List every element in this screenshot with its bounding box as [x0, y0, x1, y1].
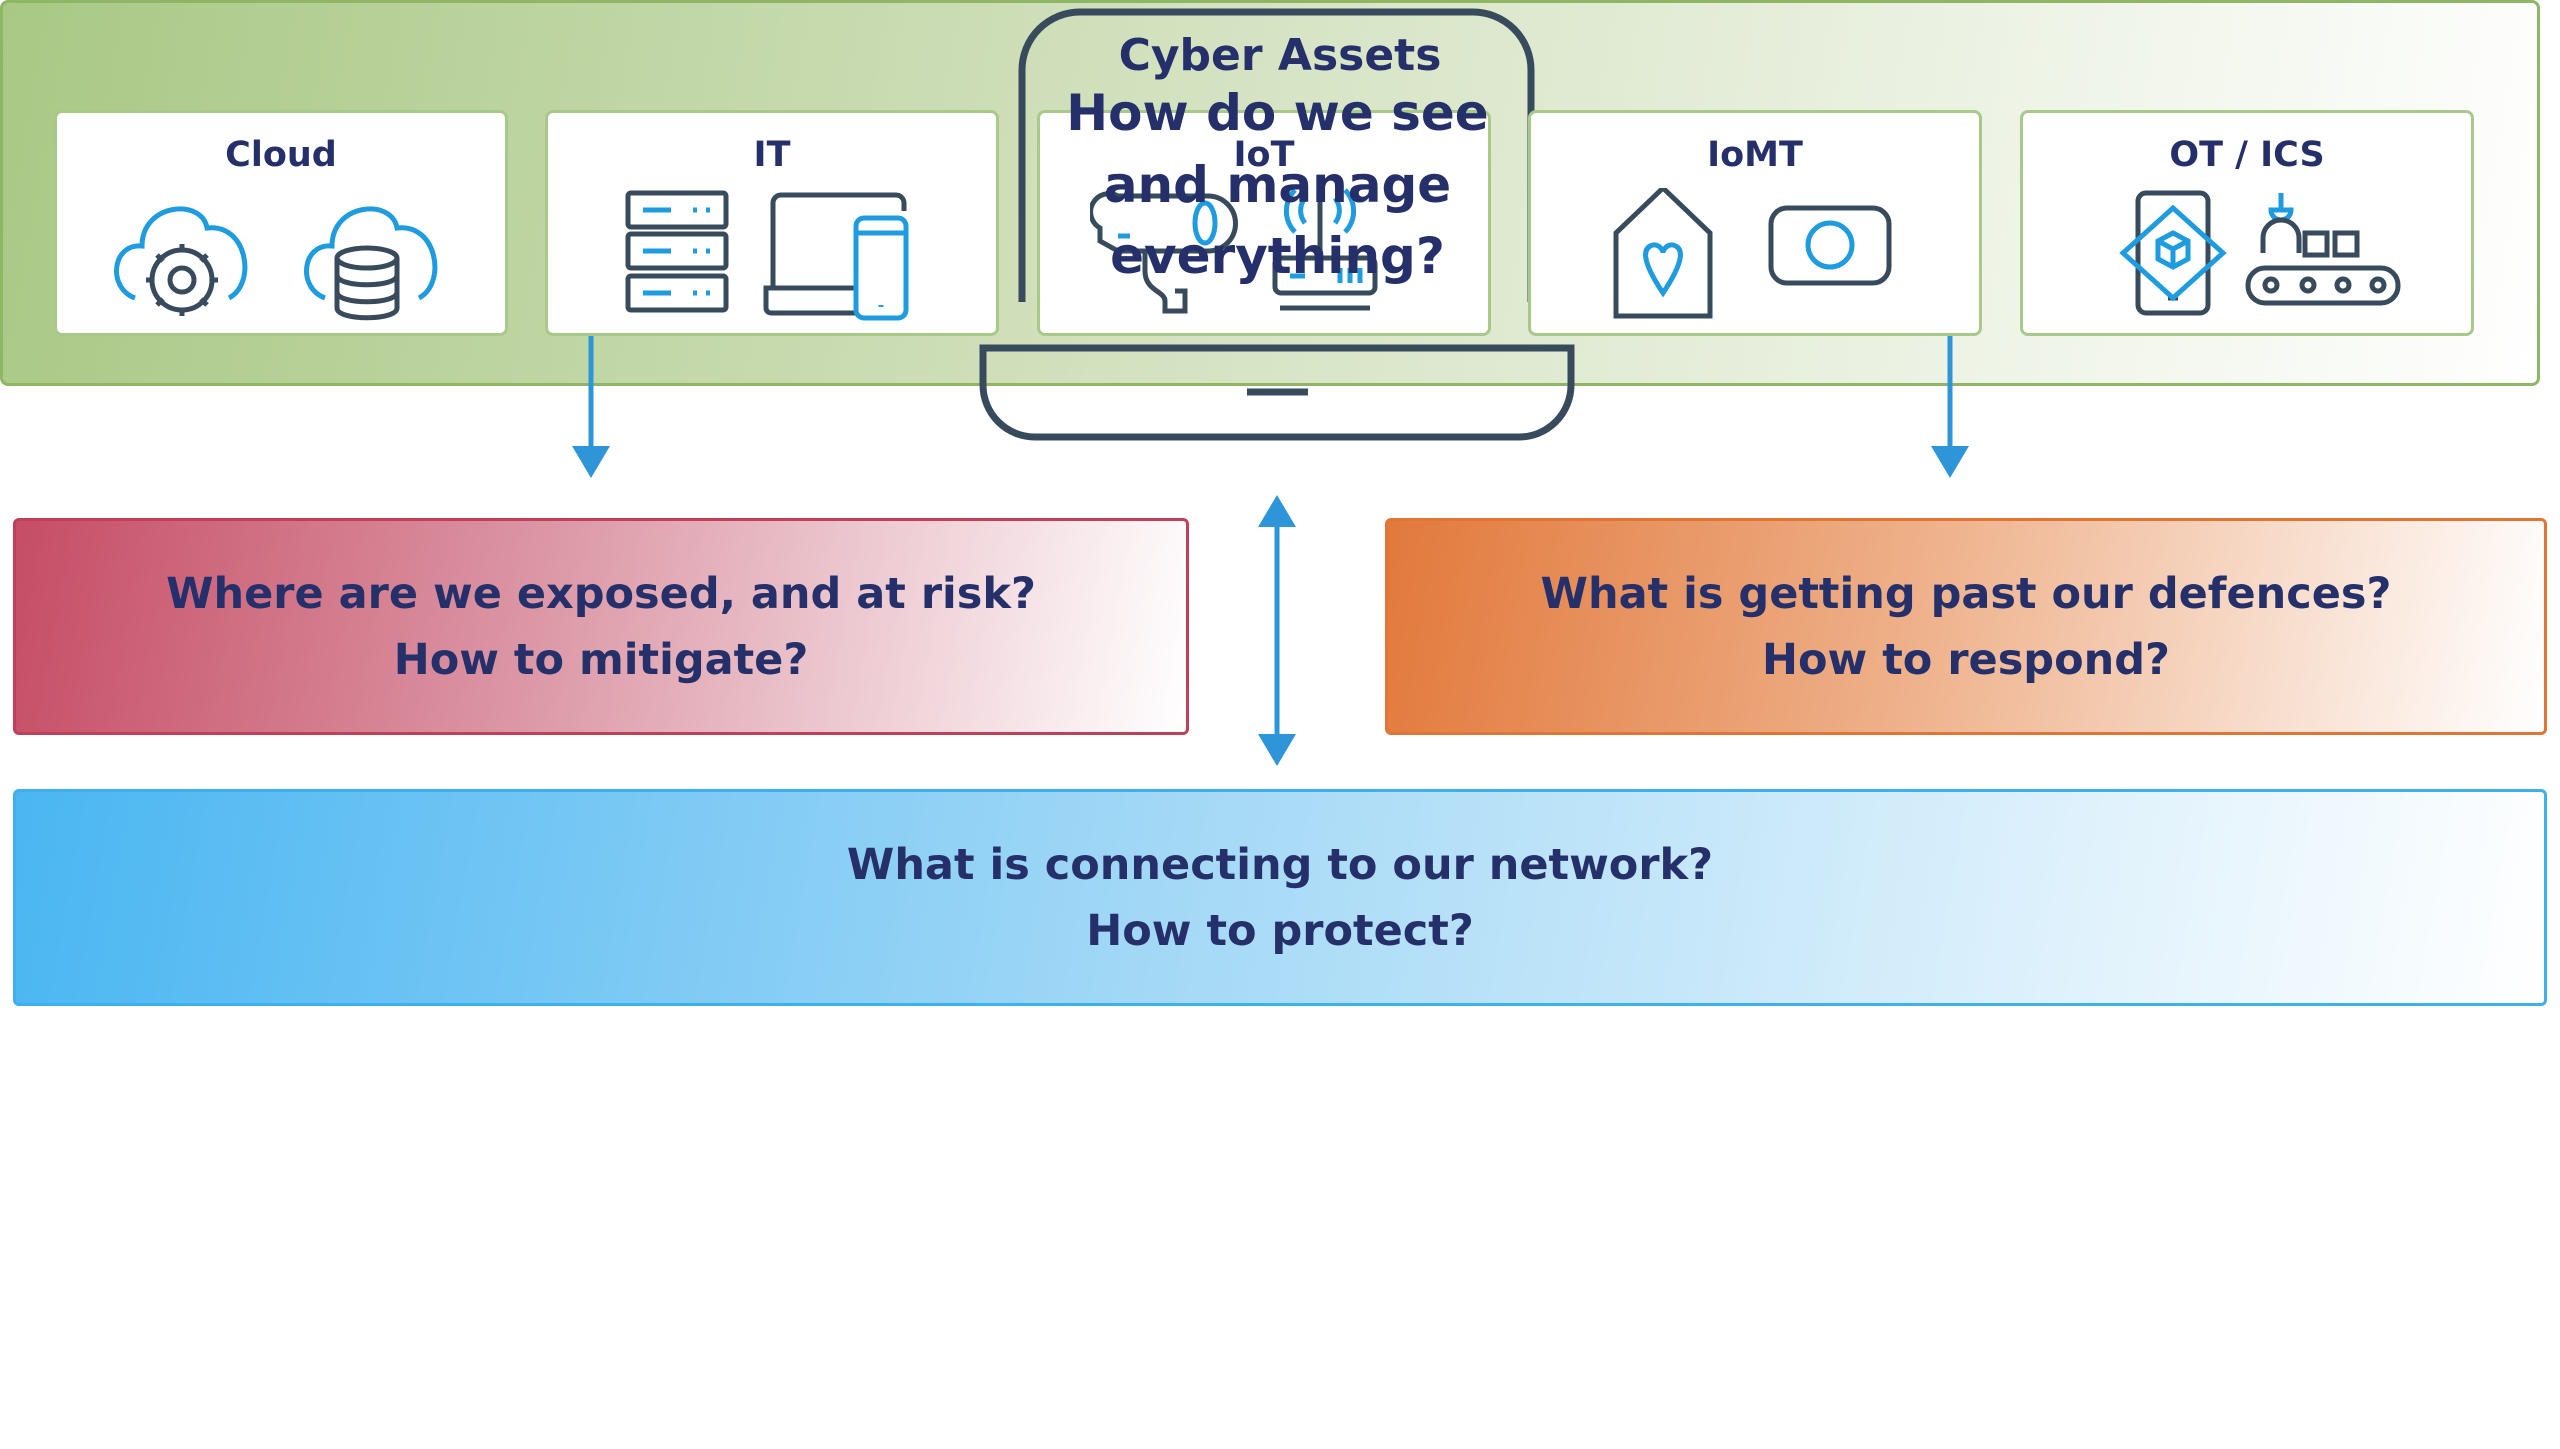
- network-box: What is connecting to our network? How t…: [13, 789, 2547, 1006]
- wifi-router-icon: [1272, 188, 1378, 311]
- network-action: How to protect?: [1086, 905, 1474, 956]
- center-question-line: everything?: [1110, 227, 1445, 285]
- center-question-line: How do we see: [1066, 84, 1489, 142]
- asset-card-label: IoMT: [1707, 135, 1803, 175]
- medical-device-icon: [1768, 205, 1892, 286]
- defences-box: What is getting past our defences? How t…: [1385, 518, 2547, 735]
- conveyor-robot-icon: [2245, 193, 2401, 306]
- tablet-cube-icon: [2119, 190, 2227, 316]
- laptop-phone-icon: [763, 192, 909, 321]
- defences-question: What is getting past our defences?: [1540, 568, 2392, 619]
- network-question: What is connecting to our network?: [846, 839, 1714, 890]
- asset-card-iot: IoT: [1037, 110, 1491, 336]
- exposure-action: How to mitigate?: [393, 634, 809, 685]
- asset-card-label: IoT: [1233, 135, 1295, 175]
- asset-card-ot-ics: OT / ICS: [2020, 110, 2474, 336]
- cloud-database-icon: [304, 206, 438, 321]
- cloud-gear-icon: [114, 206, 248, 316]
- defences-action: How to respond?: [1762, 634, 2170, 685]
- asset-card-label: OT / ICS: [2169, 135, 2325, 175]
- asset-card-label: IT: [753, 135, 791, 175]
- vertical-double-arrow: [1258, 495, 1296, 766]
- exposure-question: Where are we exposed, and at risk?: [166, 568, 1036, 619]
- security-camera-icon: [1090, 191, 1238, 314]
- asset-card-cloud: Cloud: [54, 110, 508, 336]
- asset-card-label: Cloud: [225, 135, 337, 175]
- server-rack-icon: [625, 190, 729, 313]
- house-heart-icon: [1613, 188, 1713, 319]
- asset-card-it: IT: [545, 110, 999, 336]
- asset-card-iomt: IoMT: [1528, 110, 1982, 336]
- exposure-box: Where are we exposed, and at risk? How t…: [13, 518, 1189, 735]
- cyber-assets-title: Cyber Assets: [1118, 30, 1442, 81]
- center-question-line: and manage: [1103, 156, 1452, 214]
